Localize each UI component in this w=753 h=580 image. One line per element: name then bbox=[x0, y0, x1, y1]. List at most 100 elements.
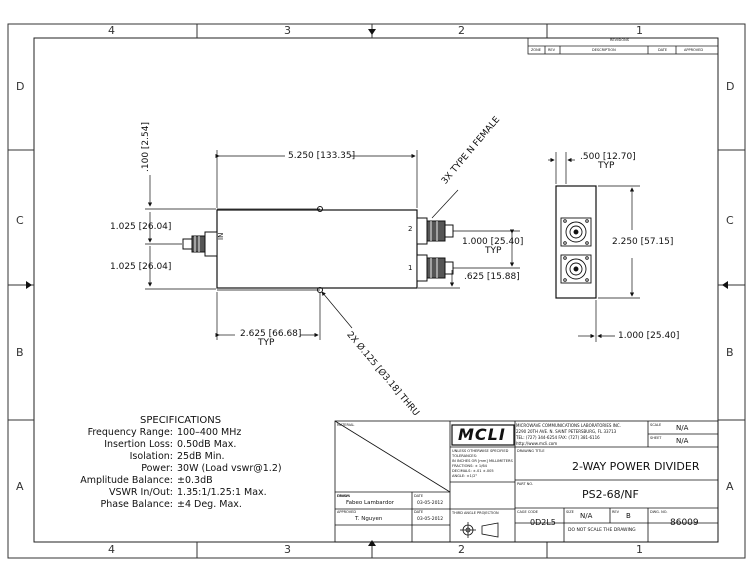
size-value: N/A bbox=[580, 512, 593, 520]
spec-value: ±4 Deg. Max. bbox=[177, 499, 242, 510]
approved-date-label: DATE bbox=[414, 510, 424, 514]
drawn-by: Fabeo Lambardor bbox=[346, 500, 394, 506]
dim-hole-position: 2.625 [66.68] bbox=[240, 329, 302, 339]
zone-top-4: 4 bbox=[108, 24, 115, 37]
drawing-title: 2-WAY POWER DIVIDER bbox=[572, 460, 700, 473]
dim-port-spacing: 1.000 [25.40] bbox=[462, 237, 524, 247]
mcli-logo-mark bbox=[451, 424, 515, 446]
zone-right-d: D bbox=[726, 80, 735, 93]
drawing-title-label: DRAWING TITLE bbox=[517, 449, 545, 453]
center-arrow-top bbox=[368, 29, 376, 35]
finish-label: FINISH bbox=[337, 494, 349, 498]
scale-label: SCALE bbox=[650, 423, 662, 427]
rev-col-zone: ZONE bbox=[531, 48, 541, 52]
zone-right-b: B bbox=[726, 346, 734, 359]
outer-border bbox=[7, 23, 746, 559]
dwg-no-label: DWG. NO. bbox=[650, 510, 668, 514]
zone-bottom-4: 4 bbox=[108, 543, 115, 556]
port-label-2: 2 bbox=[408, 225, 413, 233]
zone-left-b: B bbox=[16, 346, 24, 359]
spec-value: 25dB Min. bbox=[177, 451, 225, 462]
revision-table bbox=[527, 37, 719, 55]
zone-bottom-2: 2 bbox=[458, 543, 465, 556]
cage-label: CAGE CODE bbox=[517, 510, 538, 514]
rev-col-rev: REV bbox=[548, 48, 556, 52]
approved-by: T. Nguyen bbox=[355, 516, 383, 522]
tolerance-line: TOLERANCES: bbox=[452, 454, 478, 458]
zone-bottom-3: 3 bbox=[284, 543, 291, 556]
dim-side-depth: .500 [12.70] bbox=[580, 152, 636, 162]
zone-left-a: A bbox=[16, 480, 24, 493]
size-label: SIZE bbox=[566, 510, 574, 514]
dim-side-depth-typ: TYP bbox=[598, 161, 615, 171]
tolerance-line: UNLESS OTHERWISE SPECIFIED bbox=[452, 449, 509, 453]
zone-right-a: A bbox=[726, 480, 734, 493]
drawing-number: 86009 bbox=[670, 518, 699, 528]
dim-side-height: 2.250 [57.15] bbox=[612, 237, 674, 247]
dim-length: 5.250 [133.35] bbox=[288, 151, 356, 161]
title-block-grid bbox=[334, 420, 719, 543]
mounting-hole-bottom bbox=[317, 287, 323, 293]
output-connector-2 bbox=[416, 217, 454, 245]
zone-bottom-1: 1 bbox=[636, 543, 643, 556]
company-address-2: TEL: (727) 344-6254 FAX: (727) 381-6116 bbox=[516, 435, 600, 440]
company-address-1: 2290 20TH AVE. N. SAINT PETERSBURG, FL 3… bbox=[516, 429, 617, 434]
rev-label: REV bbox=[612, 510, 620, 514]
tolerance-line: IN INCHES OR [mm] MILLIMETERS bbox=[452, 459, 513, 463]
do-not-scale-note: DO NOT SCALE THE DRAWING bbox=[568, 528, 636, 533]
projection-note: THIRD ANGLE PROJECTION bbox=[452, 511, 499, 515]
dim-input-upper: 1.025 [26.04] bbox=[110, 222, 172, 232]
dim-hole-position-typ: TYP bbox=[258, 338, 275, 348]
side-view-port-upper bbox=[560, 217, 592, 247]
spec-label: VSWR In/Out: bbox=[109, 487, 173, 498]
drawn-date: 03-05-2012 bbox=[417, 501, 444, 506]
drawn-label: DRAWN bbox=[337, 494, 351, 498]
rev-value: B bbox=[626, 512, 631, 520]
dim-port-offset: .625 [15.88] bbox=[464, 272, 520, 282]
dim-port-spacing-typ: TYP bbox=[485, 246, 502, 256]
center-arrow-left bbox=[26, 281, 32, 289]
spec-value: 0.50dB Max. bbox=[177, 439, 237, 450]
rev-col-date: DATE bbox=[658, 48, 668, 52]
input-connector bbox=[182, 231, 218, 257]
rev-col-description: DESCRIPTION bbox=[592, 48, 616, 52]
company-web: http://www.mcli.com bbox=[516, 441, 558, 446]
dim-input-lower: 1.025 [26.04] bbox=[110, 262, 172, 272]
material-label: MATERIAL bbox=[337, 423, 355, 427]
mounting-hole-top bbox=[317, 206, 323, 212]
company-name: MICROWAVE COMMUNICATIONS LABORATORIES IN… bbox=[516, 423, 621, 428]
spec-value: 30W (Load vswr@1.2) bbox=[177, 463, 282, 474]
cage-code: 0D2L5 bbox=[530, 518, 556, 527]
revisions-title: REVISIONS bbox=[610, 38, 629, 42]
center-arrow-right bbox=[722, 281, 728, 289]
zone-top-3: 3 bbox=[284, 24, 291, 37]
dim-edge-offset: .100 [2.54] bbox=[141, 122, 151, 172]
tolerance-line: FRACTIONS: ± 1/64 bbox=[452, 464, 487, 468]
sheet-label: SHEET bbox=[650, 436, 662, 440]
spec-value: 1.35:1/1.25:1 Max. bbox=[177, 487, 267, 498]
mcli-logo: MCLI bbox=[458, 425, 506, 444]
rev-col-approved: APPROVED bbox=[684, 48, 704, 52]
zone-top-1: 1 bbox=[636, 24, 643, 37]
spec-label: Phase Balance: bbox=[100, 499, 173, 510]
spec-label: Power: bbox=[141, 463, 173, 474]
spec-value: 100–400 MHz bbox=[177, 427, 242, 438]
approved-label: APPROVED bbox=[337, 510, 357, 514]
dim-side-width: 1.000 [25.40] bbox=[618, 331, 680, 341]
part-number: PS2-68/NF bbox=[582, 488, 639, 501]
divider-body bbox=[216, 209, 418, 289]
zone-right-c: C bbox=[726, 214, 734, 227]
specs-title: SPECIFICATIONS bbox=[140, 415, 222, 426]
output-connector-1 bbox=[416, 254, 454, 282]
spec-label: Frequency Range: bbox=[87, 427, 173, 438]
spec-value: ±0.3dB bbox=[177, 475, 213, 486]
spec-label: Amplitude Balance: bbox=[80, 475, 173, 486]
side-view-port-lower bbox=[560, 254, 592, 284]
tolerance-line: DECIMALS: ±.01 ±.005 bbox=[452, 469, 494, 473]
approved-date: 03-05-2012 bbox=[417, 517, 444, 522]
projection-symbol bbox=[460, 522, 499, 538]
tolerance-line: ANGLE: ±1/2° bbox=[452, 474, 478, 478]
zone-left-d: D bbox=[16, 80, 25, 93]
center-arrow-bottom bbox=[368, 540, 376, 546]
